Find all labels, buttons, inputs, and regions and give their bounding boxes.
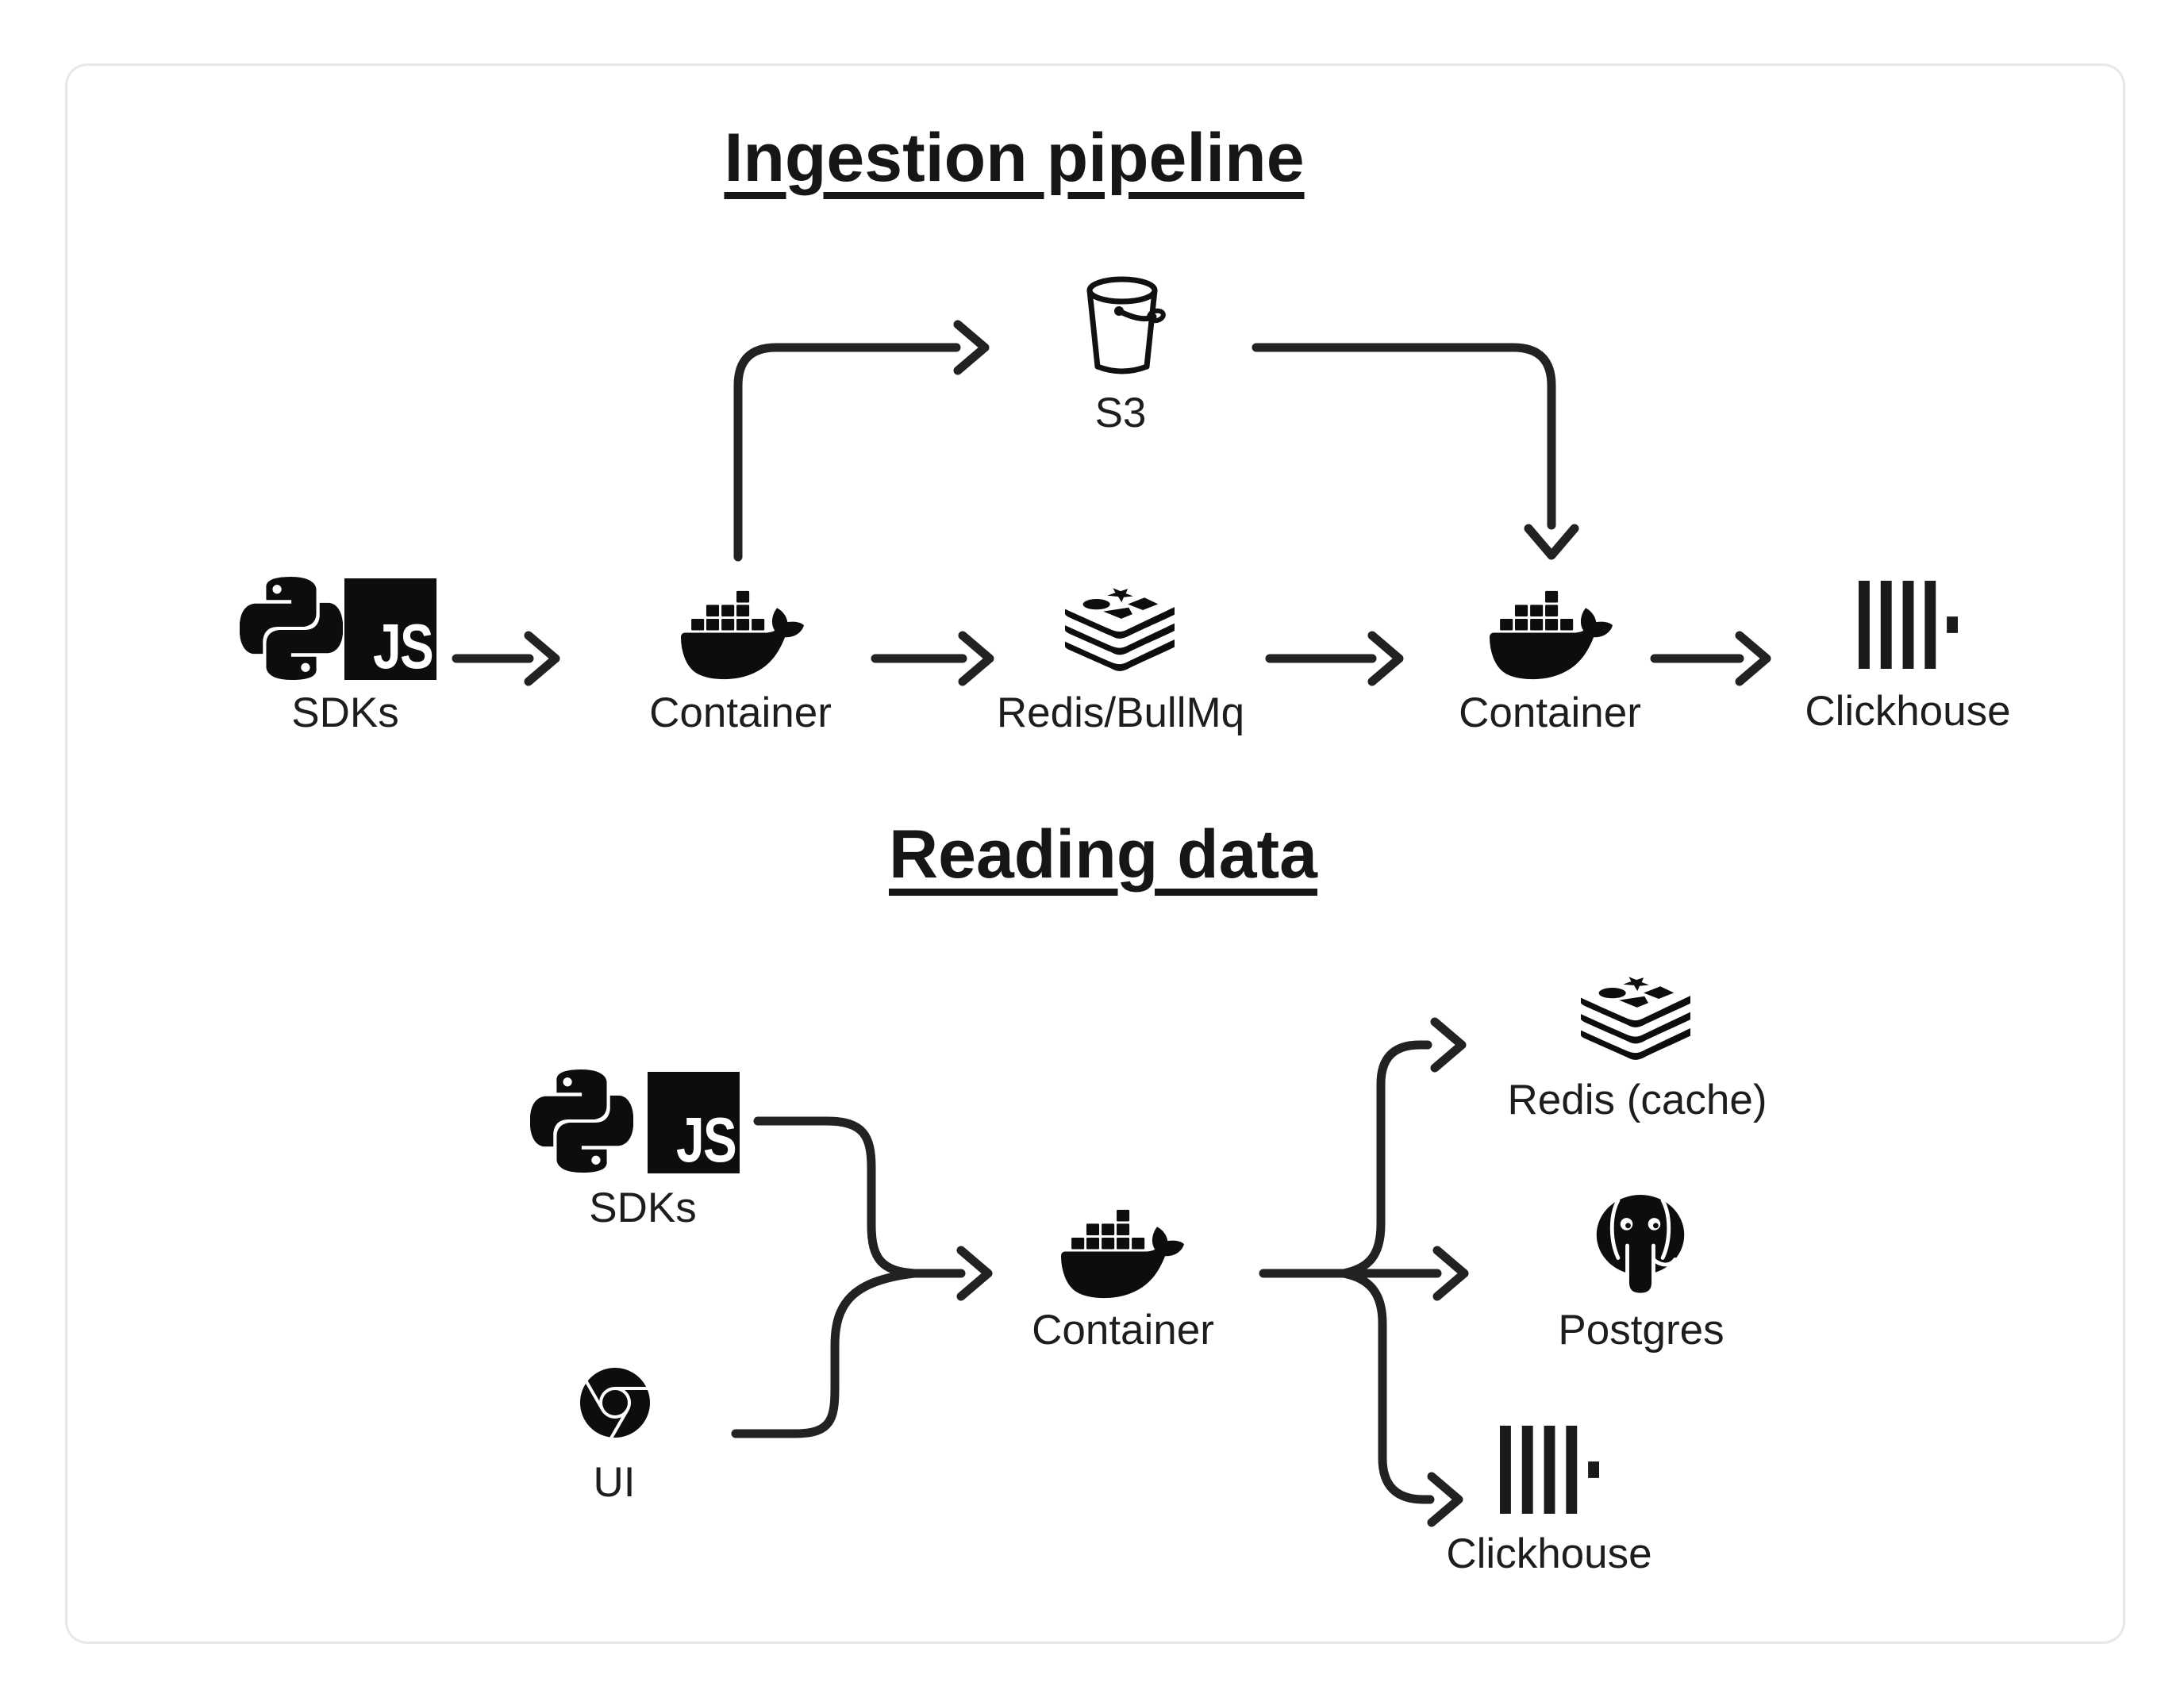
sdks-label-reading: SDKs [589,1185,697,1231]
s3-bucket-icon [1086,276,1166,374]
docker-icon [1061,1209,1184,1299]
redis-cache-label: Redis (cache) [1507,1077,1767,1123]
reading-title: Reading data [889,816,1317,893]
clickhouse-icon [1859,580,1958,670]
postgres-label: Postgres [1558,1307,1725,1354]
javascript-icon: JS [648,1072,740,1173]
clickhouse-label-ingestion: Clickhouse [1805,688,2011,735]
javascript-icon-letters: JS [373,611,434,682]
javascript-icon: JS [344,578,436,680]
docker-icon [1490,590,1613,680]
clickhouse-icon [1500,1425,1599,1515]
python-icon [240,577,343,680]
redis-icon [1065,588,1175,671]
container-label-ingest: Container [649,689,832,736]
python-icon [530,1069,633,1173]
docker-icon [681,590,804,680]
javascript-icon-letters: JS [676,1104,737,1175]
ui-label: UI [593,1459,636,1506]
redis-icon [1581,977,1690,1060]
s3-label: S3 [1094,390,1147,436]
ingestion-title: Ingestion pipeline [724,120,1305,196]
container-label-worker: Container [1459,689,1641,736]
postgres-icon [1596,1195,1685,1297]
redis-bullmq-label: Redis/BullMq [996,689,1245,736]
chrome-icon [580,1368,650,1438]
container-label-reading: Container [1032,1307,1214,1354]
sdks-label-ingestion: SDKs [291,689,399,736]
clickhouse-label-reading: Clickhouse [1446,1530,1652,1577]
